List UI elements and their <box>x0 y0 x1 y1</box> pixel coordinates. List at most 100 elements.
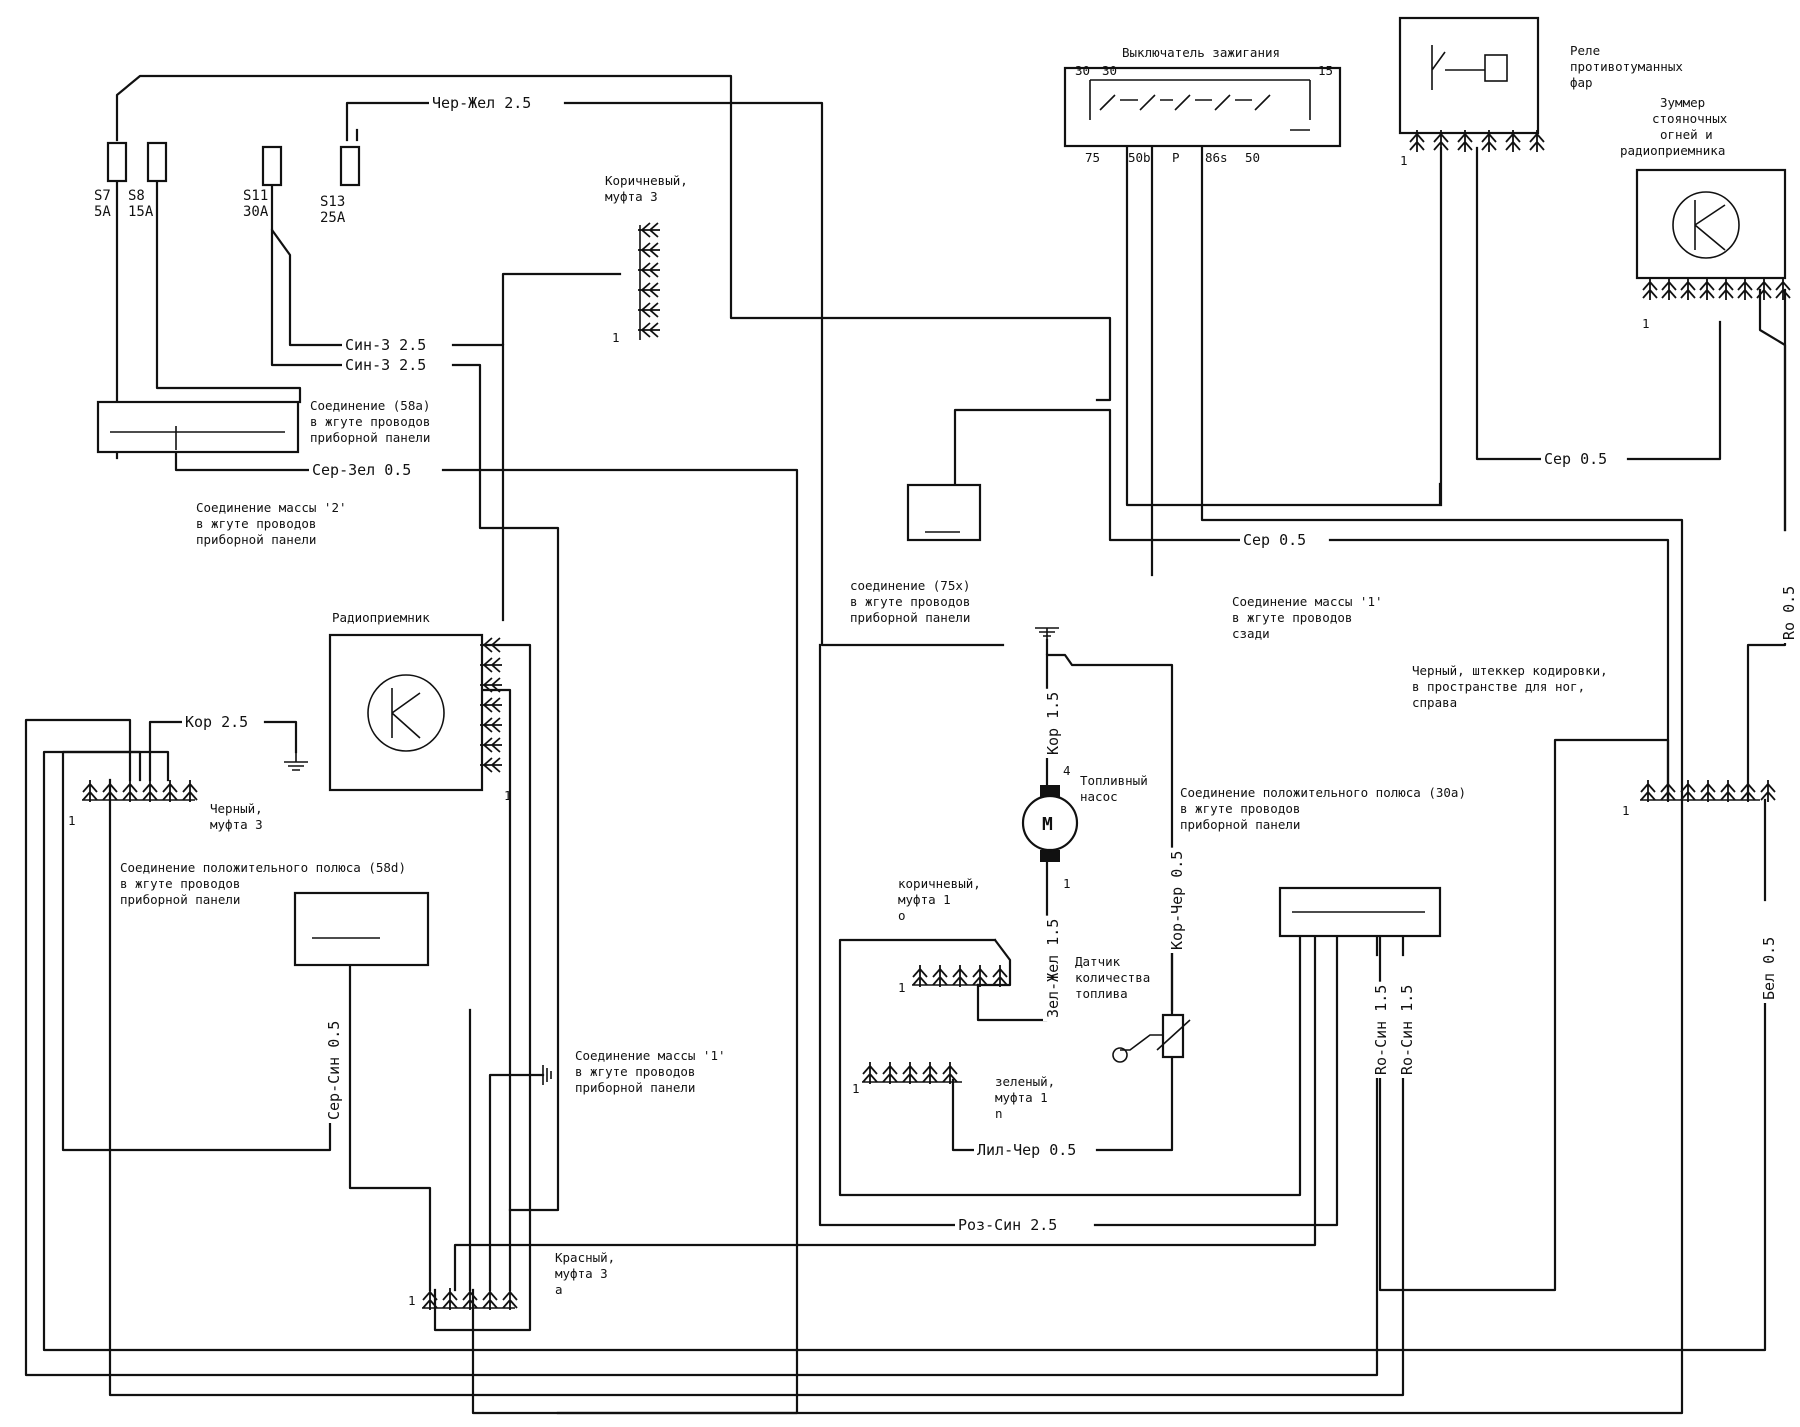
ground1rear-line1: Соединение массы '1' <box>1232 594 1383 609</box>
black3-line2: муфта 3 <box>210 817 263 832</box>
label-ser-mid: Сер 0.5 <box>1243 531 1306 549</box>
fuel-pump-pin-top: 4 <box>1063 763 1071 778</box>
relay-title-2: противотуманных <box>1570 59 1683 74</box>
ground-2-label: Соединение массы '2' в жгуте проводов пр… <box>196 500 347 547</box>
brown3-line1: Коричневый, <box>605 173 688 188</box>
buzzer-pin-1: 1 <box>1642 316 1650 331</box>
radio: Радиоприемник 1 <box>328 610 512 803</box>
label-ro-sin-1: Ro-Син 1.5 <box>1372 985 1390 1075</box>
wire-pump-ground <box>1045 638 1174 1152</box>
fuel-pump: M 4 1 Топливный насос <box>1021 763 1148 891</box>
wire-ign-86s <box>556 146 1684 1415</box>
green1-line3: n <box>995 1106 1003 1121</box>
wire-roz-sin <box>818 643 1339 1227</box>
ground2-line2: в жгуте проводов <box>196 516 316 531</box>
ign-terminal-30b: 30 <box>1102 63 1117 78</box>
red3-line3: a <box>555 1282 563 1297</box>
wire-coding-ser <box>1378 738 1670 1292</box>
splice-58d-box <box>293 891 430 967</box>
brown3-pin: 1 <box>612 330 620 345</box>
splice-58a-box <box>96 400 300 454</box>
fuel-pump-bottom-cap <box>1040 850 1060 862</box>
fuse-s11 <box>261 145 283 187</box>
black-coding-connector: Черный, штеккер кодировки, в пространств… <box>1412 663 1776 818</box>
splice-58d: Соединение положительного полюса (58d) в… <box>120 860 430 967</box>
red3-pin: 1 <box>408 1293 416 1308</box>
wire-sin3-b <box>270 228 560 1212</box>
wire-ser-zel <box>174 424 799 1415</box>
ign-terminal-15: 15 <box>1318 63 1333 78</box>
relay-box <box>1398 16 1540 135</box>
pos30a-line3: приборной панели <box>1180 817 1300 832</box>
black-connector-3: 1 Черный, муфта 3 <box>68 779 263 832</box>
fuse-s11-rating: 30A <box>243 204 269 220</box>
label-sin3-b: Син-З 2.5 <box>345 356 426 374</box>
splice-58a-line3: приборной панели <box>310 430 430 445</box>
wire-buzzer-2 <box>1758 288 1787 532</box>
ground2-line1: Соединение массы '2' <box>196 500 347 515</box>
fuel-pump-title-1: Топливный <box>1080 773 1148 788</box>
coding-line3: справа <box>1412 695 1457 710</box>
coding-line2: в пространстве для ног, <box>1412 679 1585 694</box>
fuel-pump-symbol: M <box>1042 814 1053 835</box>
radio-box <box>328 633 484 792</box>
wire-lil-cher <box>951 1078 977 1152</box>
wire-relay-2 <box>1475 146 1722 461</box>
label-roz-sin-visible: Роз-Син 2.5 <box>958 1216 1057 1234</box>
splice-58a-line2: в жгуте проводов <box>310 414 430 429</box>
wire-s7-feed <box>115 74 1112 402</box>
pos30a-line2: в жгуте проводов <box>1180 801 1300 816</box>
label-ro-right: Ro 0.5 <box>1780 586 1798 640</box>
coding-line1: Черный, штеккер кодировки, <box>1412 663 1608 678</box>
buzzer-title-3: огней и <box>1660 127 1713 142</box>
wire-ign-50b <box>1125 146 1442 507</box>
ignition-switch-title: Выключатель зажигания <box>1122 45 1280 60</box>
ground2-line3: приборной панели <box>196 532 316 547</box>
fuse-s13-rating: 25A <box>320 210 346 226</box>
ignition-switch-box <box>1063 66 1342 148</box>
wire-s8-down <box>155 178 302 404</box>
fuse-s7-name: S7 <box>94 188 111 204</box>
splice-75x-line2: в жгуте проводов <box>850 594 970 609</box>
fuel-sensor-float <box>1112 1047 1128 1063</box>
buzzer-box <box>1635 168 1787 280</box>
fuse-s11-name: S11 <box>243 188 268 204</box>
pos58d-line2: в жгуте проводов <box>120 876 240 891</box>
brown3-line2: муфта 3 <box>605 189 658 204</box>
brown1-line2: муфта 1 <box>898 892 951 907</box>
fuel-sensor-title-1: Датчик <box>1075 954 1121 969</box>
wire-labels: Чер-Жел 2.5 Син-З 2.5 Син-З 2.5 Сер-Зел … <box>182 93 1799 1235</box>
buzzer-title-4: радиоприемника <box>1620 143 1725 158</box>
ground-symbol-pump <box>1035 627 1059 640</box>
ground1rear-line2: в жгуте проводов <box>1232 610 1352 625</box>
ign-terminal-75: 75 <box>1085 150 1100 165</box>
ground-1-rear-label: Соединение массы '1' в жгуте проводов сз… <box>1232 594 1383 641</box>
fuel-level-sensor: Датчик количества топлива <box>1075 954 1191 1063</box>
label-bel: Бел 0.5 <box>1760 937 1778 1000</box>
fuse-block: S7 5A S8 15A S11 30A S13 25A <box>94 141 361 226</box>
wire-cher-zhel <box>345 101 1005 647</box>
black3-pin: 1 <box>68 813 76 828</box>
wire-ser-sin <box>61 750 332 1152</box>
ground1panel-line1: Соединение массы '1' <box>575 1048 726 1063</box>
label-cher-zhel: Чер-Жел 2.5 <box>432 94 531 112</box>
ground-1-panel: Соединение массы '1' в жгуте проводов пр… <box>542 1048 726 1095</box>
ign-terminal-86s: 86s <box>1205 150 1228 165</box>
ground-symbol-kor <box>284 752 308 771</box>
relay-pin-1: 1 <box>1400 153 1408 168</box>
fuse-s8-name: S8 <box>128 188 145 204</box>
ign-terminal-30a: 30 <box>1075 63 1090 78</box>
relay-title-1: Реле <box>1570 43 1600 58</box>
splice-75x: соединение (75x) в жгуте проводов прибор… <box>850 483 982 625</box>
green1-line2: муфта 1 <box>995 1090 1048 1105</box>
fuel-pump-title-2: насос <box>1080 789 1118 804</box>
buzzer-symbol <box>1672 191 1740 259</box>
wire-58d-2 <box>348 933 432 1292</box>
radio-title: Радиоприемник <box>332 610 430 625</box>
buzzer: Зуммер стояночных огней и радиоприемника… <box>1620 95 1791 331</box>
label-zel-zhel: Зел-Жел 1.5 <box>1044 919 1062 1018</box>
brown1-pin: 1 <box>898 980 906 995</box>
wires <box>24 74 1787 1415</box>
splice-75x-box <box>906 483 982 542</box>
label-kor-cher: Кор-Чер 0.5 <box>1168 851 1186 950</box>
